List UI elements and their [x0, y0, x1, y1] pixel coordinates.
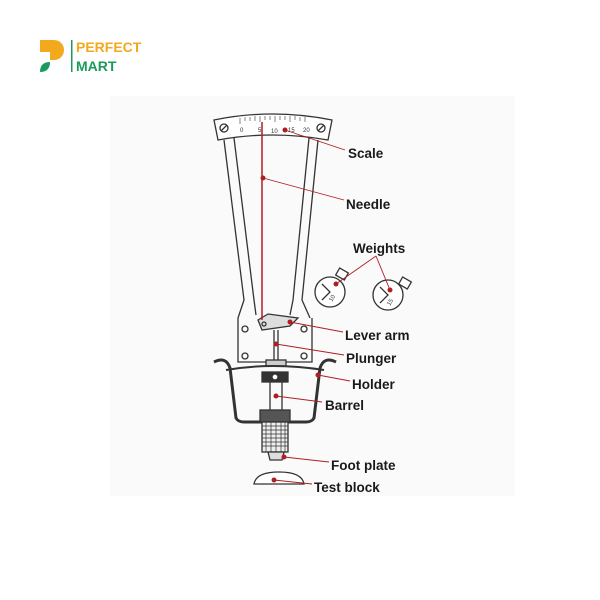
brand-line1: PERFECT	[76, 39, 142, 55]
label-scale: Scale	[348, 146, 384, 161]
leader-lines	[262, 129, 391, 485]
label-barrel: Barrel	[325, 398, 364, 413]
scale-tick-marks	[239, 116, 306, 124]
label-holder: Holder	[352, 377, 396, 392]
scale-tick-10: 10	[271, 129, 278, 135]
label-foot-plate: Foot plate	[331, 458, 396, 473]
brand-line2: MART	[76, 58, 117, 74]
label-lever-arm: Lever arm	[345, 328, 410, 343]
label-plunger: Plunger	[346, 351, 397, 366]
scale-tick-5: 5	[258, 128, 262, 134]
pointer-dots	[260, 127, 393, 483]
scale-tick-15: 15	[288, 128, 295, 134]
label-test-block: Test block	[314, 480, 380, 495]
perfect-mart-logo: PERFECT MART	[40, 39, 142, 74]
test-block-shape	[253, 471, 305, 485]
weight-mark-15: 15	[387, 298, 396, 307]
scale-plate	[213, 113, 333, 141]
weight-mark-10: 10	[329, 294, 338, 303]
scale-tick-0: 0	[240, 128, 244, 134]
scale-tick-20: 20	[303, 128, 310, 134]
label-needle: Needle	[346, 197, 391, 212]
label-weights: Weights	[353, 241, 405, 256]
